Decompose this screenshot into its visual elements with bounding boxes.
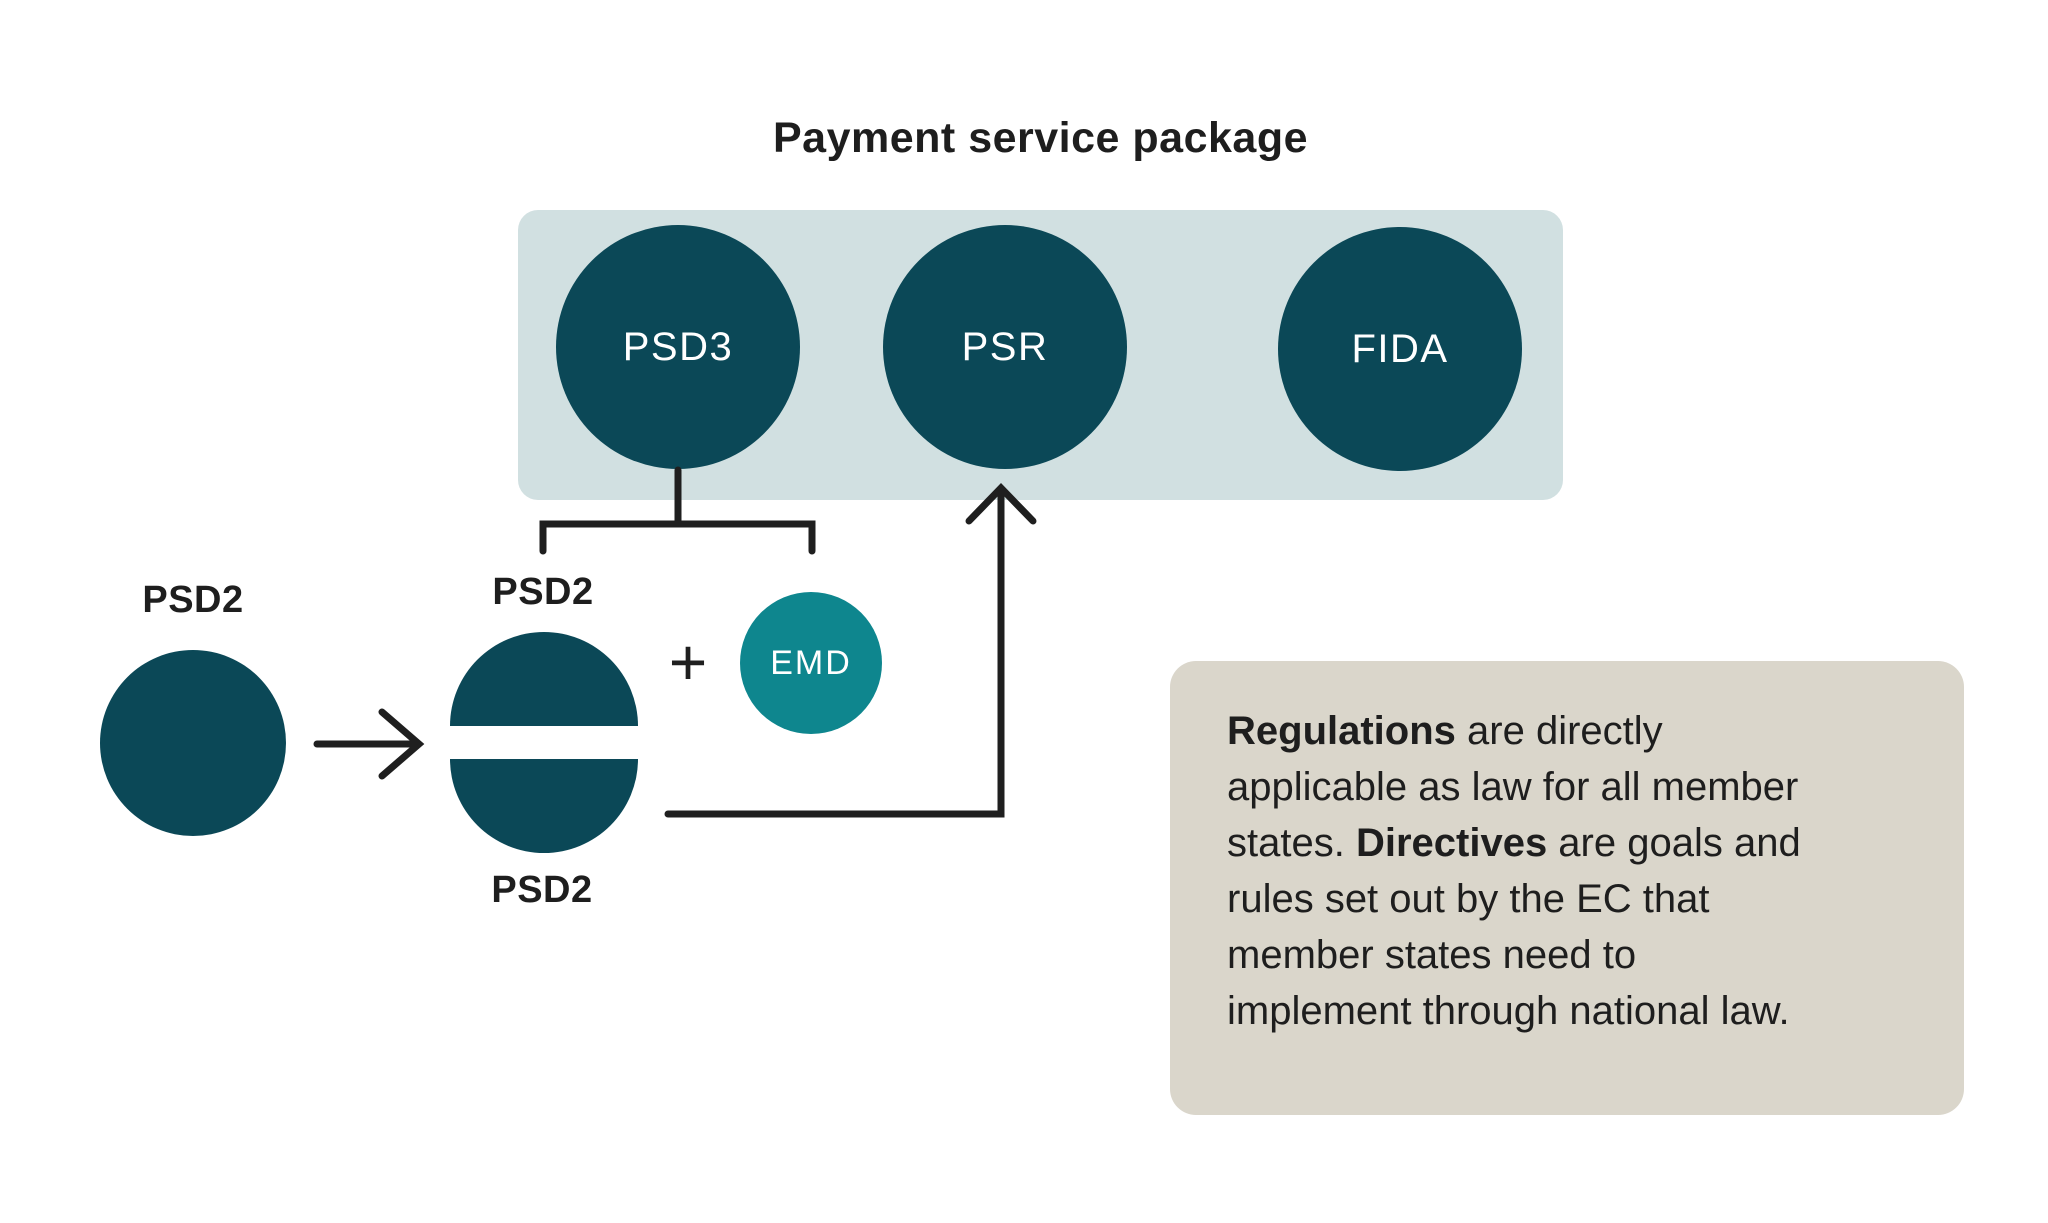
transform-arrow (313, 708, 425, 780)
note-line: member states need to (1227, 933, 1637, 977)
note-line: Regulations are directly (1227, 709, 1663, 753)
note-line: states. Directives are goals and (1227, 821, 1801, 865)
psd2-split-bottom-label: PSD2 (491, 869, 593, 911)
psd2-split-top-label: PSD2 (492, 571, 594, 613)
page-title: Payment service package (773, 114, 1308, 162)
psd2-circle (100, 650, 286, 836)
plus-sign: + (668, 625, 708, 699)
psd3-circle: PSD3 (556, 225, 800, 469)
regulations-note: Regulations are directly applicable as la… (1170, 661, 1964, 1115)
fida-label: FIDA (1351, 326, 1449, 371)
note-line: implement through national law. (1227, 989, 1790, 1033)
psr-circle: PSR (883, 225, 1127, 469)
emd-circle: EMD (740, 592, 882, 734)
note-line: applicable as law for all member (1227, 765, 1799, 809)
note-line: rules set out by the EC that (1227, 877, 1710, 921)
psr-label: PSR (961, 324, 1049, 369)
psd2-split-top-half (450, 632, 638, 726)
psd2-left-label: PSD2 (142, 579, 244, 621)
fida-circle: FIDA (1278, 227, 1522, 471)
emd-label: EMD (770, 643, 852, 682)
psd3-label: PSD3 (622, 324, 734, 369)
psd2-split-bottom-half (450, 759, 638, 853)
